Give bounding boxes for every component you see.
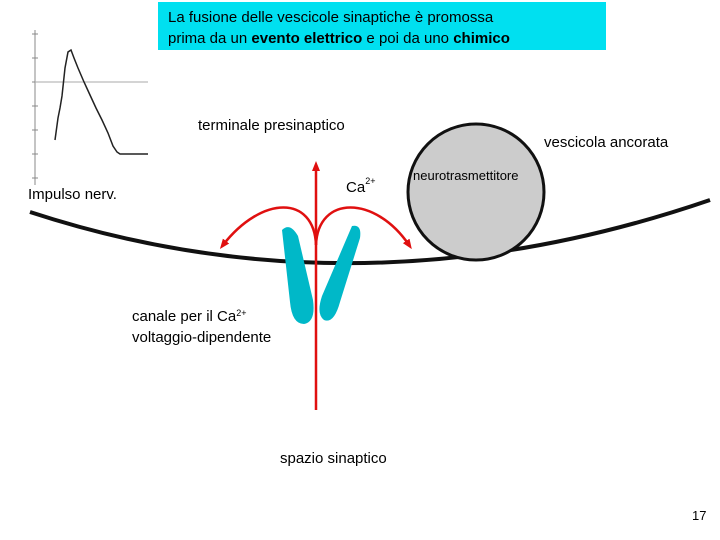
neurotransmitter-label: neurotrasmettitore [413, 168, 519, 183]
calcium-symbol: Ca [346, 179, 366, 196]
calcium-channel-right-subunit [319, 225, 361, 321]
calcium-spread-right-arrow [314, 206, 412, 250]
action-potential-trace [54, 48, 148, 155]
channel-label-line-1: canale per il Ca2+ [132, 306, 271, 327]
synaptic-space-label: spazio sinaptico [280, 450, 387, 467]
docked-vesicle [406, 122, 546, 262]
presynaptic-membrane [29, 198, 711, 266]
title-text-1: prima da un [168, 30, 252, 47]
title-line-1: La fusione delle vescicole sinaptiche è … [168, 9, 494, 26]
calcium-ion-label: Ca2+ [346, 176, 376, 196]
title-bold-electric: evento elettrico [251, 30, 363, 47]
title-line-2: prima da un evento elettrico e poi da un… [168, 28, 596, 49]
channel-label: canale per il Ca2+ voltaggio-dipendente [132, 306, 271, 348]
channel-label-charge: 2+ [236, 308, 247, 318]
calcium-charge: 2+ [365, 176, 376, 186]
presynaptic-terminal-label: terminale presinaptico [198, 117, 345, 134]
action-potential-plot [32, 30, 148, 185]
channel-label-line-2: voltaggio-dipendente [132, 329, 272, 346]
page-number: 17 [692, 508, 707, 523]
calcium-spread-left-arrow [219, 206, 318, 249]
calcium-channel-left-subunit [282, 227, 314, 324]
docked-vesicle-label: vescicola ancorata [544, 134, 669, 151]
channel-label-text: canale per il Ca [132, 308, 237, 325]
title-bold-chemical: chimico [453, 30, 510, 47]
title-text-2: e poi da uno [362, 30, 454, 47]
title-box: La fusione delle vescicole sinaptiche è … [158, 2, 606, 50]
nerve-impulse-label: Impulso nerv. [28, 186, 117, 203]
